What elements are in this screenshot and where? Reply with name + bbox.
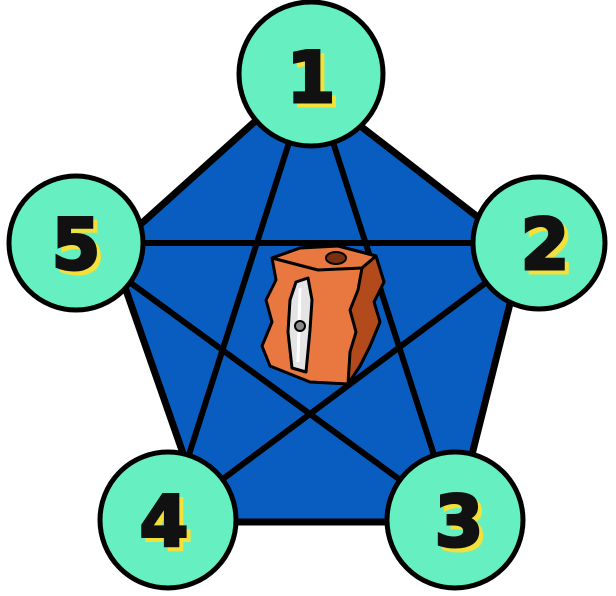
node-4: 4 4 xyxy=(100,452,236,588)
node-5: 5 5 xyxy=(9,176,143,310)
node-1-label: 1 xyxy=(287,37,336,119)
node-3-label: 3 xyxy=(435,481,484,563)
node-2: 2 2 xyxy=(473,177,605,309)
node-1: 1 1 xyxy=(239,2,383,146)
node-5-label: 5 xyxy=(52,204,101,286)
node-2-label: 2 xyxy=(521,204,570,286)
node-3: 3 3 xyxy=(387,452,523,588)
blade-screw xyxy=(295,321,305,331)
node-4-label: 4 xyxy=(140,481,189,563)
sharpener-hole xyxy=(326,252,346,264)
